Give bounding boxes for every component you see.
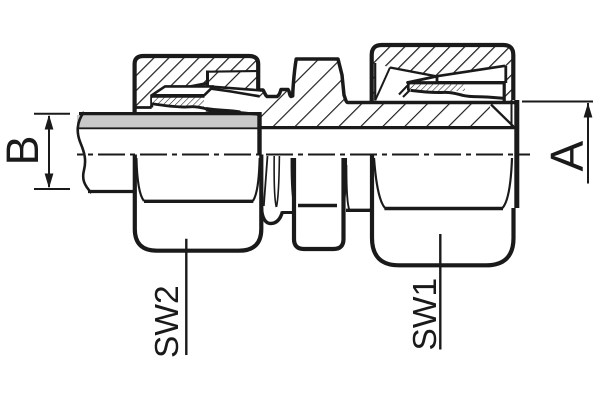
- svg-text:A: A: [541, 141, 593, 172]
- svg-text:SW1: SW1: [407, 278, 444, 351]
- svg-text:SW2: SW2: [149, 285, 186, 358]
- svg-text:B: B: [0, 135, 48, 165]
